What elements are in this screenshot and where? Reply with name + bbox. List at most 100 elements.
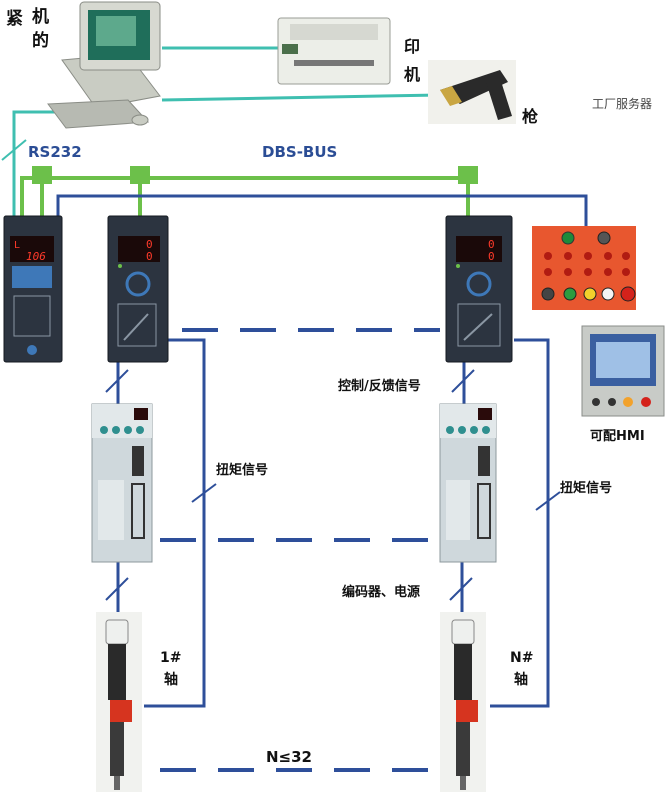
dbs-bus-label: DBS-BUS — [262, 143, 337, 161]
controller-n: 0 0 — [445, 215, 513, 363]
drive-n-knob-4 — [482, 426, 490, 434]
drive1-axis1-slash — [105, 577, 129, 601]
controller-1-badge — [27, 345, 37, 355]
bus-node-1 — [32, 166, 52, 184]
io-panel-lamp-dark — [597, 231, 611, 245]
drive-1-connector-1 — [132, 446, 144, 476]
tightening-axis-1 — [96, 612, 142, 792]
axis-1-spindle — [110, 722, 124, 776]
io-panel-selector — [541, 287, 555, 301]
pc-keyboard — [47, 99, 150, 129]
drive-n-connector-2 — [477, 483, 491, 539]
pc-computer — [47, 1, 161, 129]
controller-1-display-bottom: 106 — [26, 250, 46, 263]
pc-screen-window — [96, 16, 136, 46]
gun-handle — [486, 78, 512, 120]
printer-top — [290, 24, 378, 40]
drive-n-connector-1 — [478, 446, 490, 476]
controller-n-module — [457, 303, 501, 347]
axis-1-word: 轴 — [164, 671, 178, 688]
io-panel-btn-yellow — [583, 287, 597, 301]
bus-node-2 — [130, 166, 150, 184]
axis-n-number: N# — [510, 650, 533, 666]
printer-label-1: 印 — [404, 37, 420, 56]
drive-n-knob-1 — [446, 426, 454, 434]
drive-1-knob-3 — [124, 426, 132, 434]
io-panel-led-7 — [564, 268, 572, 276]
printer-slot — [294, 60, 374, 66]
axis-count-label: N≤32 — [266, 748, 312, 766]
io-panel-led-5 — [622, 252, 630, 260]
controller-n-status-led — [456, 264, 460, 268]
drive-1-knob-2 — [112, 426, 120, 434]
controller-1-display — [10, 236, 54, 262]
controller-2-module-mark — [123, 313, 149, 341]
controller-n-display-top: 0 — [488, 238, 495, 251]
pc-label-line-3: 的 — [32, 30, 49, 51]
io-panel-led-10 — [622, 268, 630, 276]
io-panel-led-8 — [584, 268, 592, 276]
axis-1-number: 1# — [160, 650, 181, 666]
drive-1-connector-2 — [131, 483, 145, 539]
drive2-axisn-slash — [449, 577, 473, 601]
drive-n-knob-3 — [470, 426, 478, 434]
torque-signal-right-label: 扭矩信号 — [560, 480, 612, 496]
pc-gun-link — [161, 93, 441, 102]
drive-n-display — [478, 408, 492, 420]
axis-1-bit — [114, 776, 120, 790]
drive-n-knob-2 — [458, 426, 466, 434]
gun-window — [440, 86, 462, 106]
pc-mouse — [131, 114, 149, 126]
gun-label: 枪 — [522, 107, 538, 126]
servo-drive-1 — [91, 403, 153, 563]
controller-1-module — [13, 295, 51, 337]
bus-node-3 — [458, 166, 478, 184]
torque-loop-right — [490, 338, 550, 708]
axis-1-body — [108, 644, 126, 700]
axis-n-bit — [460, 776, 466, 790]
controller-1: L 106 — [3, 215, 63, 363]
panel-link — [56, 194, 588, 226]
controller-n-module-mark — [463, 313, 493, 341]
servo-drive-n — [439, 403, 497, 563]
drive-1-display — [134, 408, 148, 420]
torque-left-slash — [191, 483, 217, 503]
hmi-btn-4 — [641, 397, 651, 407]
controller-1-display-top: L — [14, 240, 20, 251]
io-panel-btn-green — [563, 287, 577, 301]
drive-1-label-plate — [98, 480, 124, 540]
ctrl2-drive1-slash — [105, 369, 129, 393]
axis-n-sensor — [456, 700, 478, 722]
hmi-device — [581, 325, 665, 417]
axis-n-spindle — [456, 722, 470, 776]
printer — [277, 17, 391, 85]
hmi-btn-3 — [623, 397, 633, 407]
control-feedback-label: 控制/反馈信号 — [338, 378, 421, 394]
hmi-btn-2 — [608, 398, 616, 406]
io-panel-btn-white — [601, 287, 615, 301]
drive-n-label-plate — [446, 480, 470, 540]
io-panel-lamp-green — [561, 231, 575, 245]
hmi-screen-panel — [596, 342, 650, 378]
axis-n-body — [454, 644, 472, 700]
axis-n-motor — [451, 619, 475, 645]
printer-panel — [282, 44, 298, 54]
controller-2-display — [118, 236, 160, 262]
hmi-btn-1 — [592, 398, 600, 406]
rs232-slash — [1, 139, 27, 161]
connection-lines — [1, 46, 588, 772]
encoder-power-label: 编码器、电源 — [342, 584, 420, 600]
rs232-label: RS232 — [28, 143, 82, 161]
tightening-axis-n — [440, 612, 486, 792]
ctrl3-drive2-slash — [451, 369, 475, 393]
axis-1-motor — [105, 619, 129, 645]
printer-label-2: 机 — [404, 65, 420, 84]
io-panel-led-4 — [604, 252, 612, 260]
io-panel-led-2 — [564, 252, 572, 260]
io-panel — [532, 226, 636, 310]
controller-2-display-bottom: 0 — [146, 250, 153, 263]
axis-1-sensor — [110, 700, 132, 722]
io-panel-btn-estop — [620, 286, 636, 302]
axis-n-word: 轴 — [514, 671, 528, 688]
